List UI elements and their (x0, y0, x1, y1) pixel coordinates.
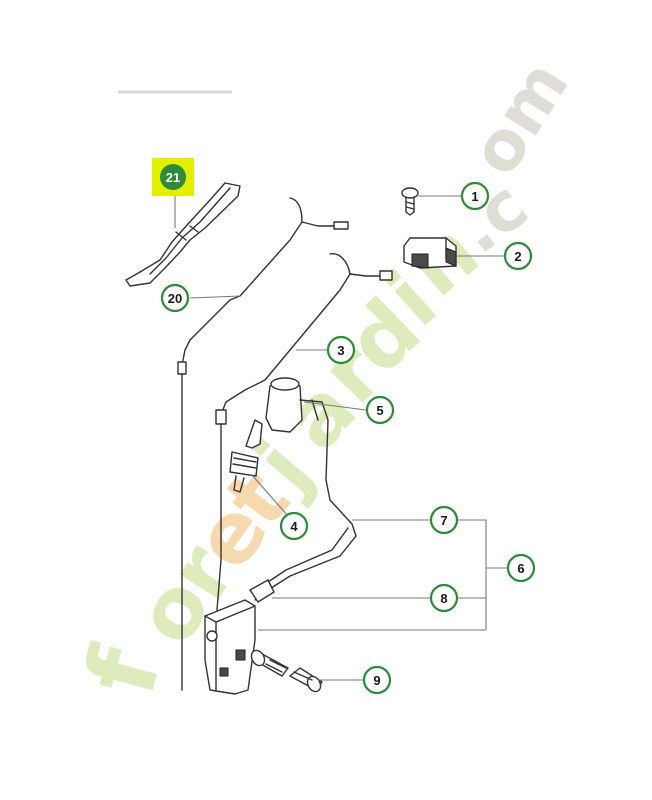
callout-3: 3 (326, 335, 356, 365)
screws-part-9 (250, 649, 323, 693)
throttle-trigger-part (125, 182, 241, 287)
spark-plug-boot-part (265, 377, 357, 537)
callout-4-label: 4 (290, 519, 298, 534)
callout-5: 5 (365, 395, 395, 425)
callout-21-label: 21 (166, 170, 180, 185)
callout-9-label: 9 (373, 673, 380, 688)
callout-2-label: 2 (514, 249, 521, 264)
svg-text:om: om (455, 47, 584, 189)
callout-5-label: 5 (376, 403, 383, 418)
callout-20: 20 (160, 283, 190, 313)
ignition-cable-part (249, 527, 357, 603)
callout-1: 1 (460, 181, 490, 211)
callout-7: 7 (429, 505, 459, 535)
callout-9: 9 (362, 665, 392, 695)
callout-21-badge (160, 164, 186, 190)
callout-6: 6 (506, 553, 536, 583)
ignition-wire-part (215, 253, 393, 611)
callout-7-label: 7 (440, 513, 447, 528)
stop-wire-part (177, 197, 349, 691)
callout-20-label: 20 (168, 291, 182, 306)
callout-2: 2 (503, 241, 533, 271)
callout-21-highlighted: 21 (152, 158, 194, 196)
callout-3-label: 3 (337, 343, 344, 358)
switch-block-part (403, 237, 457, 269)
callout-4: 4 (279, 511, 309, 541)
callout-8-label: 8 (440, 591, 447, 606)
ignition-module-part (204, 599, 256, 695)
callout-6-label: 6 (517, 561, 524, 576)
watermark-logo: f o r e t j a r d i n .c om (64, 47, 585, 706)
leader-lines (174, 194, 508, 681)
svg-text:f: f (64, 635, 183, 706)
screw-part-1 (401, 187, 419, 216)
callout-1-label: 1 (471, 189, 478, 204)
spark-plug-part (229, 419, 263, 493)
callout-8: 8 (429, 583, 459, 613)
